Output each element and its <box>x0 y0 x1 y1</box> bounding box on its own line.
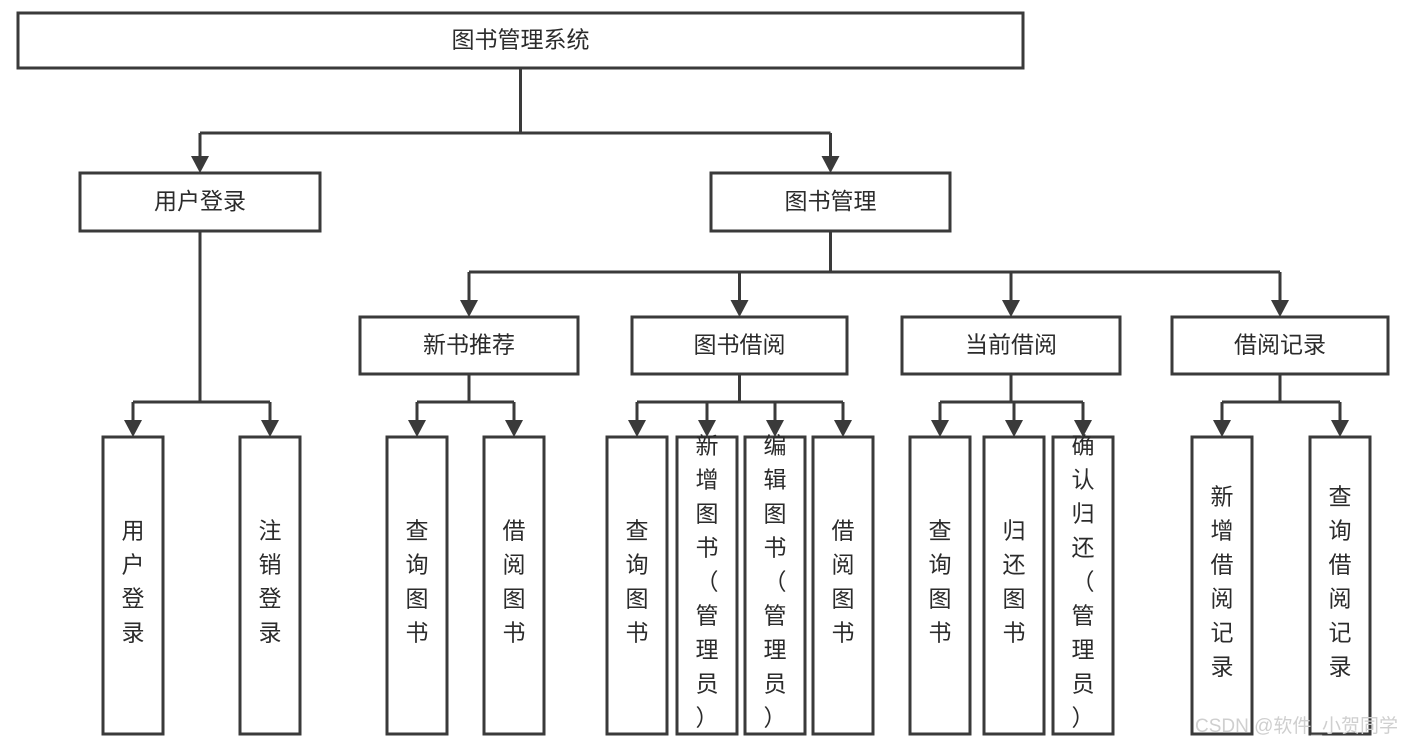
node-leaf-borrow-book-recommend-box[interactable] <box>482 435 546 736</box>
node-leaf-edit-book-admin[interactable]: 编辑图书（管理员） <box>743 433 807 736</box>
node-leaf-query-book-borrow[interactable]: 查询图书 <box>605 435 669 736</box>
node-user-login[interactable]: 用户登录 <box>78 171 322 233</box>
node-leaf-query-book-current-label: 查询图书 <box>929 518 952 646</box>
edge-borrow-record-to-leaf-add-borrow-record-arrowhead <box>1213 420 1231 437</box>
node-book-borrow[interactable]: 图书借阅 <box>630 315 849 376</box>
node-book-management-box[interactable] <box>709 171 952 233</box>
node-leaf-borrow-book-label: 借阅图书 <box>832 518 855 646</box>
node-leaf-logout[interactable]: 注销登录 <box>238 435 302 736</box>
node-current-borrow-box[interactable] <box>900 315 1122 376</box>
node-leaf-edit-book-admin-label: 编辑图书（管理员） <box>764 433 787 731</box>
node-root[interactable]: 图书管理系统 <box>16 11 1025 70</box>
edge-new-book-recommend-to-leaf-borrow-book-recommend-arrowhead <box>505 420 523 437</box>
node-leaf-user-login-box[interactable] <box>101 435 165 736</box>
node-leaf-query-borrow-record-label: 查询借阅记录 <box>1329 484 1352 680</box>
node-new-book-recommend-label: 新书推荐 <box>423 332 515 358</box>
node-current-borrow[interactable]: 当前借阅 <box>900 315 1122 376</box>
node-leaf-add-book-admin-box[interactable] <box>675 435 739 736</box>
node-leaf-confirm-return-admin-box[interactable] <box>1051 435 1115 736</box>
node-leaf-query-book-current-box[interactable] <box>908 435 972 736</box>
node-leaf-add-book-admin-label: 新增图书（管理员） <box>696 433 719 731</box>
node-new-book-recommend[interactable]: 新书推荐 <box>358 315 580 376</box>
edge-root-to-user-login-arrowhead <box>191 156 209 173</box>
node-layer: 图书管理系统用户登录图书管理新书推荐图书借阅当前借阅借阅记录用户登录注销登录查询… <box>16 11 1390 736</box>
node-leaf-confirm-return-admin[interactable]: 确认归还（管理员） <box>1051 433 1115 736</box>
node-current-borrow-label: 当前借阅 <box>965 332 1057 358</box>
node-leaf-logout-box[interactable] <box>238 435 302 736</box>
node-leaf-query-book-recommend-label: 查询图书 <box>406 518 429 646</box>
node-leaf-confirm-return-admin-label: 确认归还（管理员） <box>1072 433 1095 731</box>
node-root-box[interactable] <box>16 11 1025 70</box>
node-leaf-add-borrow-record[interactable]: 新增借阅记录 <box>1190 435 1254 736</box>
node-leaf-add-borrow-record-label: 新增借阅记录 <box>1211 484 1234 680</box>
edge-current-borrow-to-leaf-return-book-arrowhead <box>1005 420 1023 437</box>
node-leaf-edit-book-admin-box[interactable] <box>743 435 807 736</box>
node-leaf-query-borrow-record-box[interactable] <box>1308 435 1372 736</box>
edge-book-management-to-borrow-record-arrowhead <box>1271 300 1289 317</box>
node-leaf-add-borrow-record-box[interactable] <box>1190 435 1254 736</box>
edge-book-management-to-new-book-recommend-arrowhead <box>460 300 478 317</box>
node-new-book-recommend-box[interactable] <box>358 315 580 376</box>
node-book-management[interactable]: 图书管理 <box>709 171 952 233</box>
node-leaf-query-book-recommend[interactable]: 查询图书 <box>385 435 449 736</box>
edge-book-management-to-book-borrow-arrowhead <box>730 300 749 317</box>
node-leaf-query-book-borrow-box[interactable] <box>605 435 669 736</box>
node-leaf-borrow-book-recommend-label: 借阅图书 <box>503 518 526 646</box>
node-user-login-box[interactable] <box>78 171 322 233</box>
node-book-borrow-box[interactable] <box>630 315 849 376</box>
connector-layer <box>124 68 1349 437</box>
csdn-watermark: CSDN @软件_小贺同学 <box>1195 715 1398 737</box>
node-book-borrow-label: 图书借阅 <box>694 332 786 358</box>
node-book-management-label: 图书管理 <box>785 188 877 214</box>
node-borrow-record[interactable]: 借阅记录 <box>1170 315 1390 376</box>
node-leaf-return-book-label: 归还图书 <box>1003 518 1026 646</box>
node-leaf-logout-label: 注销登录 <box>259 518 282 646</box>
edge-current-borrow-to-leaf-confirm-return-admin-arrowhead <box>1074 420 1092 437</box>
node-leaf-query-book-current[interactable]: 查询图书 <box>908 435 972 736</box>
node-leaf-return-book-box[interactable] <box>982 435 1046 736</box>
node-leaf-user-login[interactable]: 用户登录 <box>101 435 165 736</box>
edge-user-login-to-leaf-user-login-arrowhead <box>124 420 142 437</box>
edge-new-book-recommend-to-leaf-query-book-recommend-arrowhead <box>408 420 426 437</box>
node-root-label: 图书管理系统 <box>452 27 590 53</box>
node-leaf-user-login-label: 用户登录 <box>122 518 145 646</box>
node-leaf-query-borrow-record[interactable]: 查询借阅记录 <box>1308 435 1372 736</box>
node-leaf-query-book-recommend-box[interactable] <box>385 435 449 736</box>
node-borrow-record-box[interactable] <box>1170 315 1390 376</box>
edge-book-borrow-to-leaf-add-book-admin-arrowhead <box>698 420 716 437</box>
edge-current-borrow-to-leaf-query-book-current-arrowhead <box>931 420 949 437</box>
edge-book-borrow-to-leaf-query-book-borrow-arrowhead <box>628 420 646 437</box>
node-user-login-label: 用户登录 <box>154 188 246 214</box>
node-leaf-return-book[interactable]: 归还图书 <box>982 435 1046 736</box>
node-leaf-query-book-borrow-label: 查询图书 <box>626 518 649 646</box>
edge-book-borrow-to-leaf-borrow-book-arrowhead <box>834 420 852 437</box>
edge-book-management-to-current-borrow-arrowhead <box>1002 300 1020 317</box>
node-leaf-borrow-book[interactable]: 借阅图书 <box>811 435 875 736</box>
edge-book-borrow-to-leaf-edit-book-admin-arrowhead <box>766 420 784 437</box>
edge-user-login-to-leaf-logout-arrowhead <box>261 420 279 437</box>
node-borrow-record-label: 借阅记录 <box>1234 332 1326 358</box>
node-leaf-borrow-book-recommend[interactable]: 借阅图书 <box>482 435 546 736</box>
node-leaf-add-book-admin[interactable]: 新增图书（管理员） <box>675 433 739 736</box>
edge-root-to-book-management-arrowhead <box>821 156 840 173</box>
node-leaf-borrow-book-box[interactable] <box>811 435 875 736</box>
edge-borrow-record-to-leaf-query-borrow-record-arrowhead <box>1331 420 1349 437</box>
